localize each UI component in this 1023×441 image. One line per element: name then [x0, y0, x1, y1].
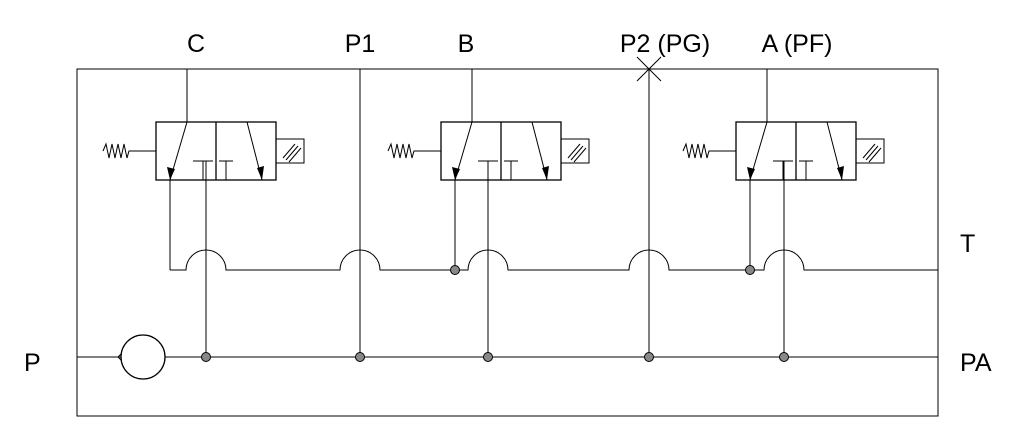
tank-line [170, 249, 938, 271]
junction-dot [201, 352, 211, 362]
manifold-frame [76, 68, 939, 417]
label-port-b: B [458, 30, 475, 58]
label-port-p1: P1 [345, 30, 376, 58]
label-port-pa: PA [960, 349, 992, 377]
solenoid-valve-c [102, 121, 305, 181]
junction-dot [644, 352, 654, 362]
junction-dot [745, 265, 755, 275]
label-port-c: C [187, 30, 205, 58]
check-valve-ball [120, 334, 166, 380]
junction-dots [201, 265, 789, 362]
plug-p2-mark-2 [636, 56, 662, 82]
junction-dot [450, 265, 460, 275]
label-port-a: A (PF) [762, 30, 833, 58]
label-port-t: T [960, 230, 975, 258]
label-port-p2: P2 (PG) [620, 30, 710, 58]
junction-dot [779, 352, 789, 362]
junction-dot [355, 352, 365, 362]
junction-dot [483, 352, 493, 362]
label-port-p: P [24, 349, 41, 377]
